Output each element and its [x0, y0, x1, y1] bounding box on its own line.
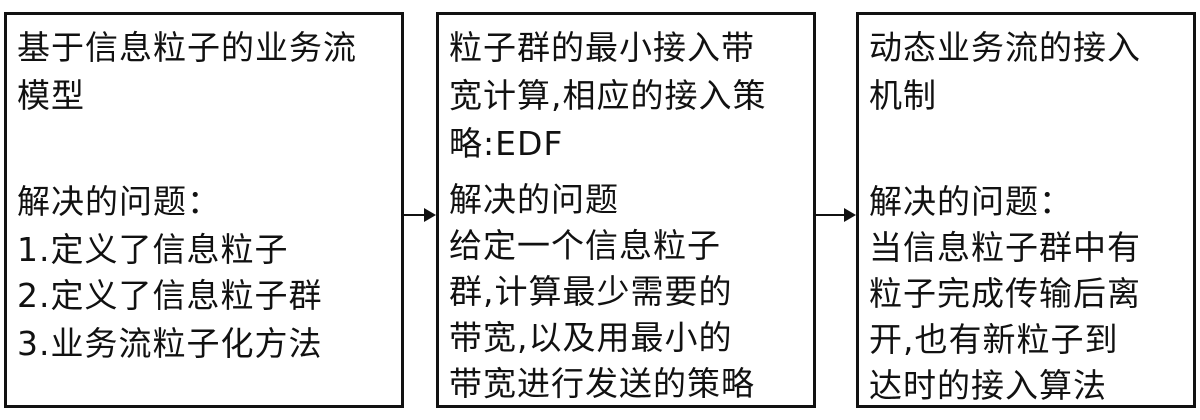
box3-line-4: 达时的接入算法	[869, 366, 1107, 405]
box1-item-3: 3.业务流粒子化方法	[17, 324, 323, 363]
box3-title-line-2: 机制	[869, 76, 937, 115]
box1-title-line-2: 模型	[17, 76, 85, 115]
box1-section-heading: 解决的问题：	[17, 182, 221, 221]
box2-line-1: 给定一个信息粒子	[449, 226, 721, 265]
arrow-box1-to-box2	[404, 208, 436, 222]
box3-title-line-1: 动态业务流的接入	[869, 28, 1141, 67]
box1-title-line-1: 基于信息粒子的业务流	[17, 28, 357, 67]
box-business-flow-model: 基于信息粒子的业务流 模型 解决的问题： 1.定义了信息粒子 2.定义了信息粒子…	[4, 12, 404, 408]
box3-line-1: 当信息粒子群中有	[869, 228, 1141, 267]
box1-item-2: 2.定义了信息粒子群	[17, 276, 323, 315]
box3-line-2: 粒子完成传输后离	[869, 274, 1141, 313]
box2-title-line-1: 粒子群的最小接入带	[449, 28, 755, 67]
box2-title-line-3: 略:EDF	[449, 124, 564, 163]
box2-line-4: 带宽进行发送的策略	[449, 364, 755, 403]
box3-section-heading: 解决的问题：	[869, 182, 1073, 221]
box2-title-line-2: 宽计算,相应的接入策	[449, 76, 767, 115]
box-dynamic-access: 动态业务流的接入 机制 解决的问题： 当信息粒子群中有 粒子完成传输后离 开,也…	[856, 12, 1196, 408]
box2-line-3: 带宽,以及用最小的	[449, 318, 733, 357]
box1-item-1: 1.定义了信息粒子	[17, 230, 289, 269]
box2-section-heading: 解决的问题	[449, 180, 619, 219]
box3-line-3: 开,也有新粒子到	[869, 320, 1119, 359]
arrow-box2-to-box3	[816, 208, 856, 222]
box2-line-2: 群,计算最少需要的	[449, 272, 733, 311]
box-min-bandwidth: 粒子群的最小接入带 宽计算,相应的接入策 略:EDF 解决的问题 给定一个信息粒…	[436, 12, 816, 408]
